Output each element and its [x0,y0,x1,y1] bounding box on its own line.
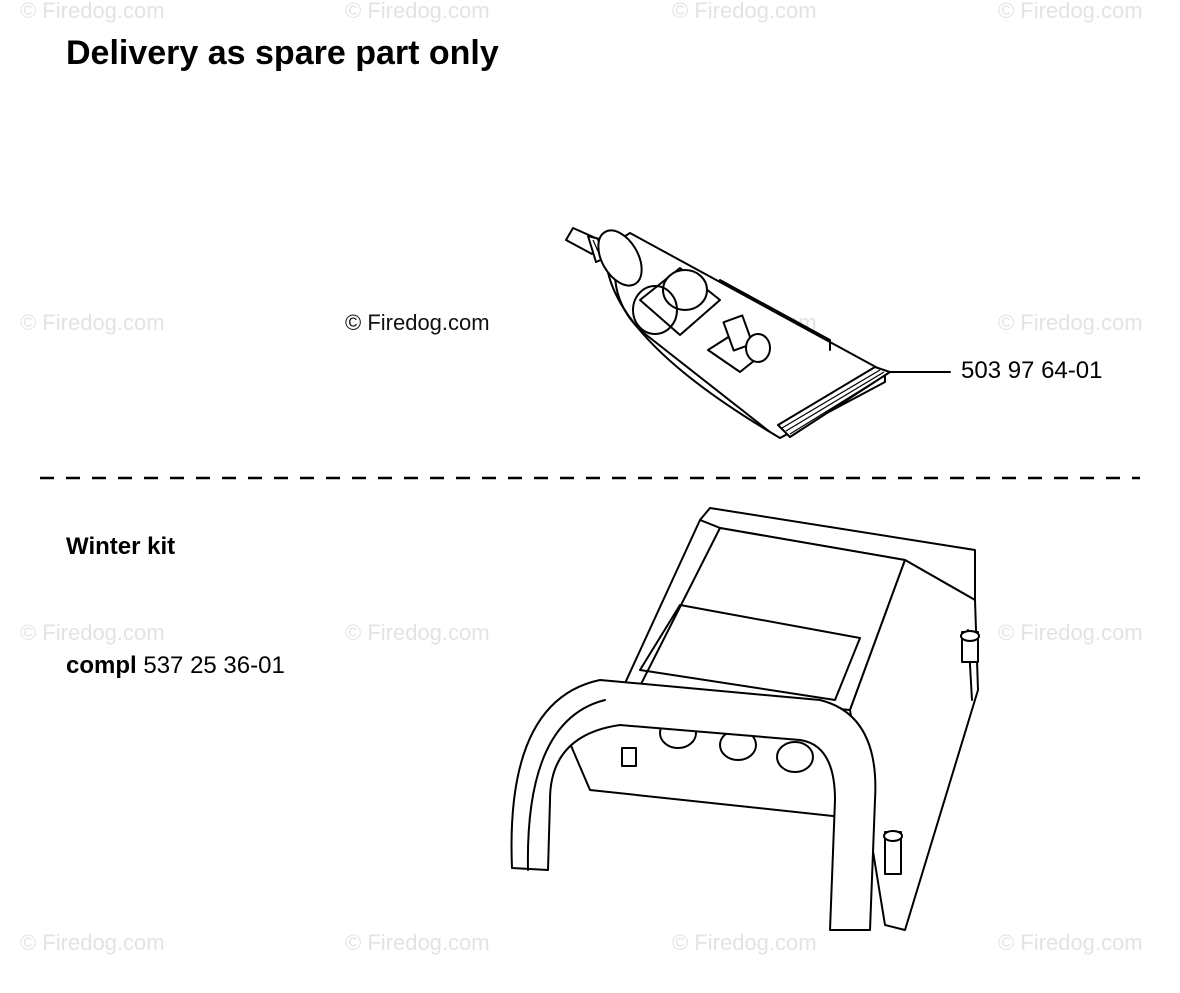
winter-kit-part-line: compl 537 25 36-01 [66,652,285,680]
watermark: © Firedog.com [998,310,1143,335]
watermark: © Firedog.com [672,0,817,23]
page-title: Delivery as spare part only [66,34,499,72]
watermark: © Firedog.com [20,310,165,335]
watermark: © Firedog.com [998,0,1143,23]
watermark: © Firedog.com [20,930,165,955]
watermark: © Firedog.com [345,620,490,645]
watermark-dark: © Firedog.com [345,310,490,335]
compl-label: compl [66,652,137,679]
watermark: © Firedog.com [998,930,1143,955]
watermark: © Firedog.com [345,930,490,955]
watermark: © Firedog.com [20,620,165,645]
winter-kit-heading: Winter kit [66,533,176,560]
grease-tube-drawing [565,227,951,439]
tube-part-number: 503 97 64-01 [961,357,1103,384]
watermark: © Firedog.com [20,0,165,23]
watermark: © Firedog.com [672,930,817,955]
watermark: © Firedog.com [345,0,490,23]
watermark: © Firedog.com [998,620,1143,645]
winter-kit-part-number: 537 25 36-01 [143,652,285,679]
winter-kit-drawing [510,507,980,931]
